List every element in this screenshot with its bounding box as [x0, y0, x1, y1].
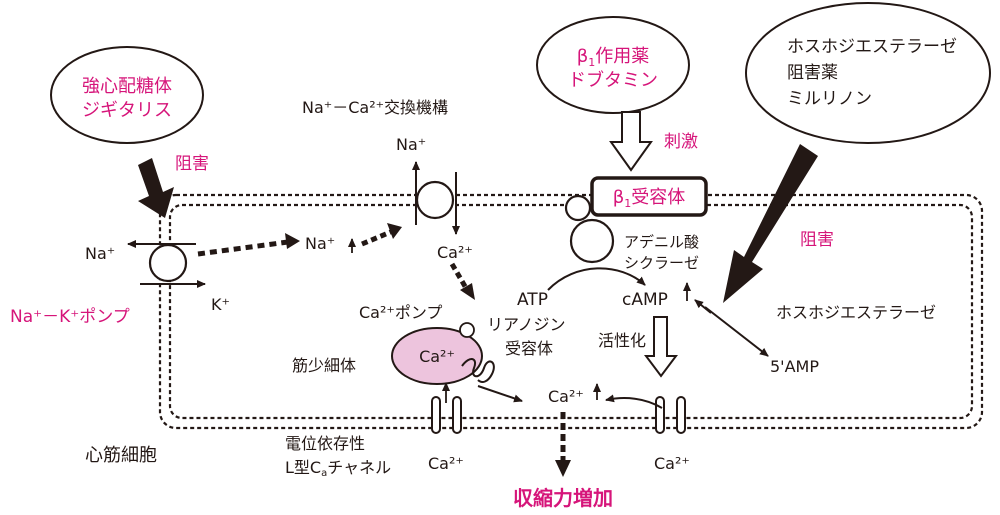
sr-ca-release-arrow	[477, 385, 523, 403]
ca-to-sr-dotted	[449, 262, 469, 290]
milrinone-label-line3: ミルリノン	[787, 89, 872, 109]
inhibit-label-right: 阻害	[800, 230, 834, 250]
na-ca-exchanger-symbol	[415, 180, 455, 220]
l-type-channel-left-b	[452, 396, 462, 434]
na-ca-exchanger-label: Na⁺－Ca²⁺交換機構	[302, 98, 448, 117]
l-type-channel-left-a	[431, 396, 441, 434]
digitalis-label-line1: 強心配糖体	[82, 76, 172, 97]
na-accumulation-dotted-arrow	[197, 239, 289, 257]
pde-label: ホスホジエステラーゼ	[776, 303, 936, 322]
ryanodine-receptor-symbol	[461, 358, 495, 383]
sarcoplasmic-reticulum	[391, 327, 483, 385]
ca-to-contraction-arrowhead	[555, 460, 571, 477]
l-type-label-line1: 電位依存性	[285, 434, 365, 453]
l-type-channel-right-b	[676, 396, 686, 434]
na-to-exchanger-arrowhead	[387, 223, 402, 239]
stimulate-label: 刺激	[664, 132, 698, 152]
contraction-increase-label: 収縮力増加	[513, 486, 613, 510]
ca-to-sr-arrowhead	[460, 283, 475, 300]
ca-pump-label: Ca²⁺ポンプ	[359, 303, 442, 322]
ca-channel-left-label: Ca²⁺	[428, 454, 464, 473]
ca-center-label: Ca²⁺	[548, 387, 584, 406]
adenylate-cyclase-symbol	[569, 218, 615, 264]
na-k-pump-label: Na⁺－K⁺ポンプ	[10, 307, 130, 327]
milrinone-bubble	[745, 2, 991, 144]
sr-label: 筋少細体	[292, 356, 356, 375]
sr-ca-label: Ca²⁺	[419, 347, 455, 366]
camp-label: cAMP	[622, 290, 668, 310]
l-type-channel-right-a	[655, 396, 665, 434]
adenylate-cyclase-label-line1: アデニル酸	[624, 233, 699, 251]
cell-membrane-outer	[158, 193, 984, 430]
na-top-label: Na⁺	[396, 135, 426, 154]
dobutamine-label-line1: β1作用薬	[577, 46, 650, 69]
camp-to-5amp-line	[704, 306, 769, 357]
ca-pump-symbol	[459, 322, 475, 338]
right-channel-ca-arrow	[605, 394, 663, 409]
l-type-label-line2: L型Caチャネル	[285, 458, 391, 479]
digitalis-label-line2: ジギタリス	[82, 100, 172, 121]
cardiomyocyte-label: 心筋細胞	[85, 445, 157, 466]
activation-hollow-arrow	[644, 316, 678, 378]
beta1-receptor-label: β1受容体	[613, 187, 686, 210]
na-to-exchanger-dotted	[361, 228, 394, 247]
milrinone-label-line2: 阻害薬	[787, 63, 838, 83]
na-mid-label: Na⁺	[305, 234, 335, 253]
pde-to-camp-arrow	[694, 299, 712, 314]
ca-exchanger-label: Ca²⁺	[437, 243, 473, 262]
na-left-label: Na⁺	[85, 244, 115, 263]
ca-channel-right-label: Ca²⁺	[654, 454, 690, 473]
dobutamine-bubble	[536, 16, 690, 114]
digitalis-bubble	[50, 46, 204, 144]
k-plus-label: K⁺	[211, 295, 230, 314]
milrinone-inhibit-arrow	[723, 144, 818, 303]
activation-label: 活性化	[598, 331, 646, 350]
milrinone-label-line1: ホスホジエステラーゼ	[787, 37, 957, 57]
atp-to-camp-arrow	[547, 267, 646, 291]
na-accumulation-arrowhead	[285, 233, 300, 249]
inhibit-label-left: 阻害	[175, 154, 209, 174]
dobutamine-stimulate-arrow	[609, 111, 653, 172]
dobutamine-label-line2: ドブタミン	[568, 69, 658, 91]
adenylate-cyclase-label-line2: シクラーゼ	[624, 254, 699, 272]
ryanodine-label-line1: リアノジン	[487, 315, 566, 334]
na-k-pump-symbol	[148, 243, 188, 283]
five-amp-label: 5'AMP	[770, 357, 819, 376]
ryanodine-label-line2: 受容体	[505, 339, 553, 358]
g-protein-symbol	[564, 194, 592, 222]
beta1-receptor-box	[590, 176, 708, 217]
digitalis-inhibit-arrow	[138, 158, 174, 218]
atp-label: ATP	[517, 290, 548, 310]
